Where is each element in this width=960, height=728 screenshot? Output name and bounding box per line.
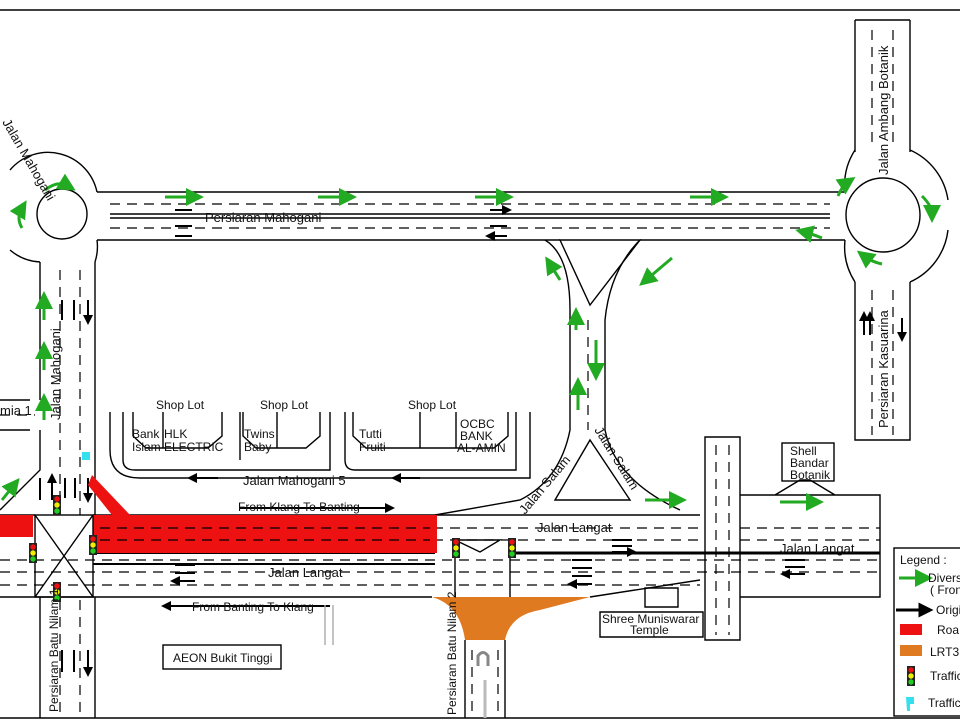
label-aeon: AEON Bukit Tinggi [173,651,272,665]
shell-box [781,442,835,482]
junction-box [34,514,94,598]
left-roundabout [9,151,99,263]
traffic-light-icon [29,543,37,563]
label-shop-lot-3: Shop Lot [408,398,457,412]
legend: Legend : Divers ( Fron Origi Roa LRT3 C … [893,547,960,717]
label-jalan-mahogani: Jalan Mahogani [48,328,63,420]
label-banting-to-klang: From Banting To Klang [192,600,314,614]
traffic-flag-icon [82,452,90,460]
persiaran-mahogani-road [97,191,845,241]
legend-diversion: Divers [928,571,960,585]
lrt3-construction-area [432,539,590,718]
label-persiaran-kasuarina: Persiaran Kasuarina [876,309,891,428]
label-jalan-mahogani-top: Jalan Mahogani [0,116,58,203]
label-persiaran-batu-nilam-2: Persiaran Batu Nilam 2 [445,591,459,715]
persiaran-batu-nilam-1-road [39,597,96,718]
label-jalan-salam-2: Jalan Salam [591,424,642,493]
lrt3-swatch-icon [900,645,922,656]
jalan-mahogani-road [0,262,96,515]
traffic-light-icon [508,538,516,558]
label-jalan-ambang-botanik: Jalan Ambang Botanik [876,45,891,175]
diversion-arrows-top [165,188,729,236]
temple-box [599,587,704,638]
label-persiaran-batu-nilam-1: Persiaran Batu Nilam 1 [47,588,61,712]
label-persiaran-mahogani: Persiaran Mahogani [205,210,321,225]
label-shop-lot-2: Shop Lot [260,398,309,412]
road-closure-areas [0,475,437,553]
label-jalan-langat-2: Jalan Langat [268,565,343,580]
legend-traffic-flag: Traffic [928,696,960,710]
road-closure-swatch-icon [900,624,922,635]
legend-traffic-light: Traffic [930,669,960,683]
legend-lrt3: LRT3 C [930,645,960,659]
legend-title: Legend : [900,553,947,567]
legend-diversion-sub: ( Fron [930,583,960,597]
aeon-entrance [324,605,334,645]
label-jalan-langat-1: Jalan Langat [537,520,612,535]
legend-original: Origi [936,603,960,617]
persiaran-kasuarina-road [854,282,911,441]
traffic-light-icon [452,538,460,558]
label-klang-to-banting: From Klang To Banting [238,500,360,514]
traffic-light-icon [53,495,61,515]
traffic-light-icon [89,535,97,555]
traffic-flag-icon [906,697,914,711]
jalan-ambang-botanik-road [854,19,911,152]
jalan-salam-road [434,239,687,516]
label-jalan-mahogani-5: Jalan Mahogani 5 [243,473,346,488]
flyover-structure [704,436,741,641]
label-shop-lot-1: Shop Lot [156,398,205,412]
legend-road: Roa [937,623,959,637]
label-jalan-permai-partial: mia 1 [0,403,32,418]
traffic-light-icon [907,666,915,686]
right-roundabout [795,149,949,283]
shop-lots [109,412,531,483]
label-jalan-langat-3: Jalan Langat [780,541,855,556]
aeon-box [162,644,282,670]
